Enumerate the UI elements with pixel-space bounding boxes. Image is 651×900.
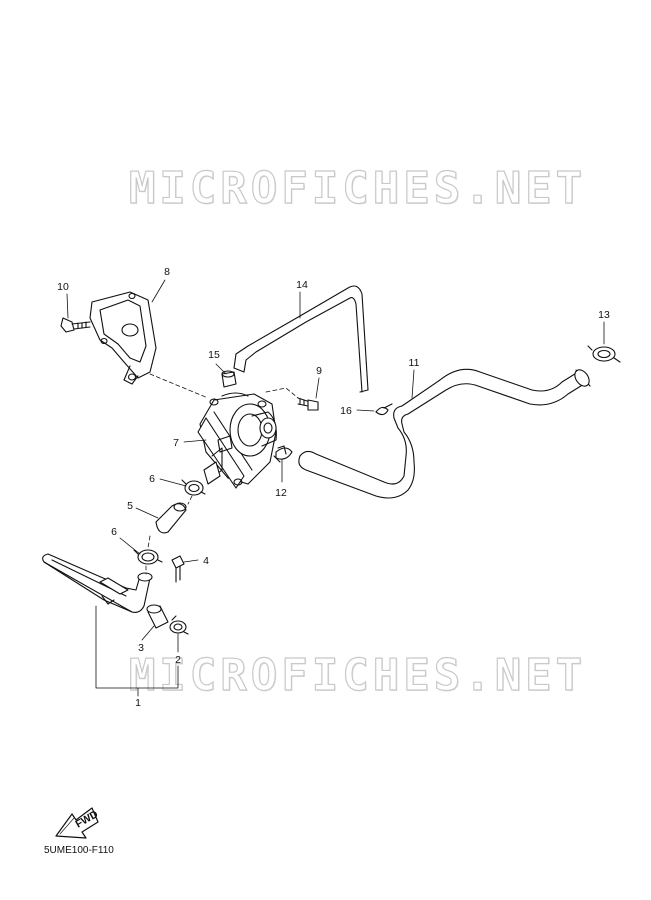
fitting-part-15[interactable] [221, 370, 237, 388]
pipe-assembly-part-1[interactable] [42, 553, 153, 613]
callout-7: 7 [173, 437, 179, 449]
callout-10: 10 [57, 281, 69, 293]
callout-15: 15 [208, 349, 220, 361]
callout-8: 8 [164, 266, 170, 278]
callout-14: 14 [296, 279, 308, 291]
clamp-part-6-lower[interactable] [133, 549, 163, 565]
bolt-part-4[interactable] [171, 555, 185, 583]
gasket-part-12[interactable] [273, 445, 293, 463]
hose-part-5[interactable] [155, 502, 187, 534]
hose-part-11[interactable] [298, 367, 592, 499]
sleeve-part-3[interactable] [146, 604, 169, 629]
callout-5: 5 [127, 500, 133, 512]
hose-part-14[interactable] [233, 285, 369, 393]
watermark-top: MICROFICHES.NET [128, 162, 587, 214]
fwd-arrow-icon [55, 807, 99, 839]
callout-2: 2 [175, 654, 181, 666]
callout-3: 3 [138, 642, 144, 654]
clamp-part-6-upper[interactable] [181, 479, 206, 496]
diagram-code: 5UME100-F110 [44, 845, 114, 856]
clip-part-16[interactable] [375, 403, 393, 416]
bolt-part-9[interactable] [297, 397, 319, 411]
watermark-bottom: MICROFICHES.NET [128, 649, 587, 701]
bolt-part-10[interactable] [60, 317, 91, 333]
bracket-part-8[interactable] [89, 291, 157, 385]
callout-13: 13 [598, 309, 610, 321]
callout-4: 4 [203, 555, 209, 567]
callout-1: 1 [135, 697, 141, 709]
leader-lines [66, 279, 605, 697]
callout-9: 9 [316, 365, 322, 377]
clamp-part-13[interactable] [587, 345, 621, 363]
callout-6-upper: 6 [149, 473, 155, 485]
callout-16: 16 [340, 405, 352, 417]
callout-11: 11 [409, 357, 420, 369]
callout-12: 12 [275, 487, 287, 499]
clamp-part-2[interactable] [169, 615, 189, 635]
valve-assembly-part-7[interactable] [197, 392, 277, 489]
callout-6-lower: 6 [111, 526, 117, 538]
